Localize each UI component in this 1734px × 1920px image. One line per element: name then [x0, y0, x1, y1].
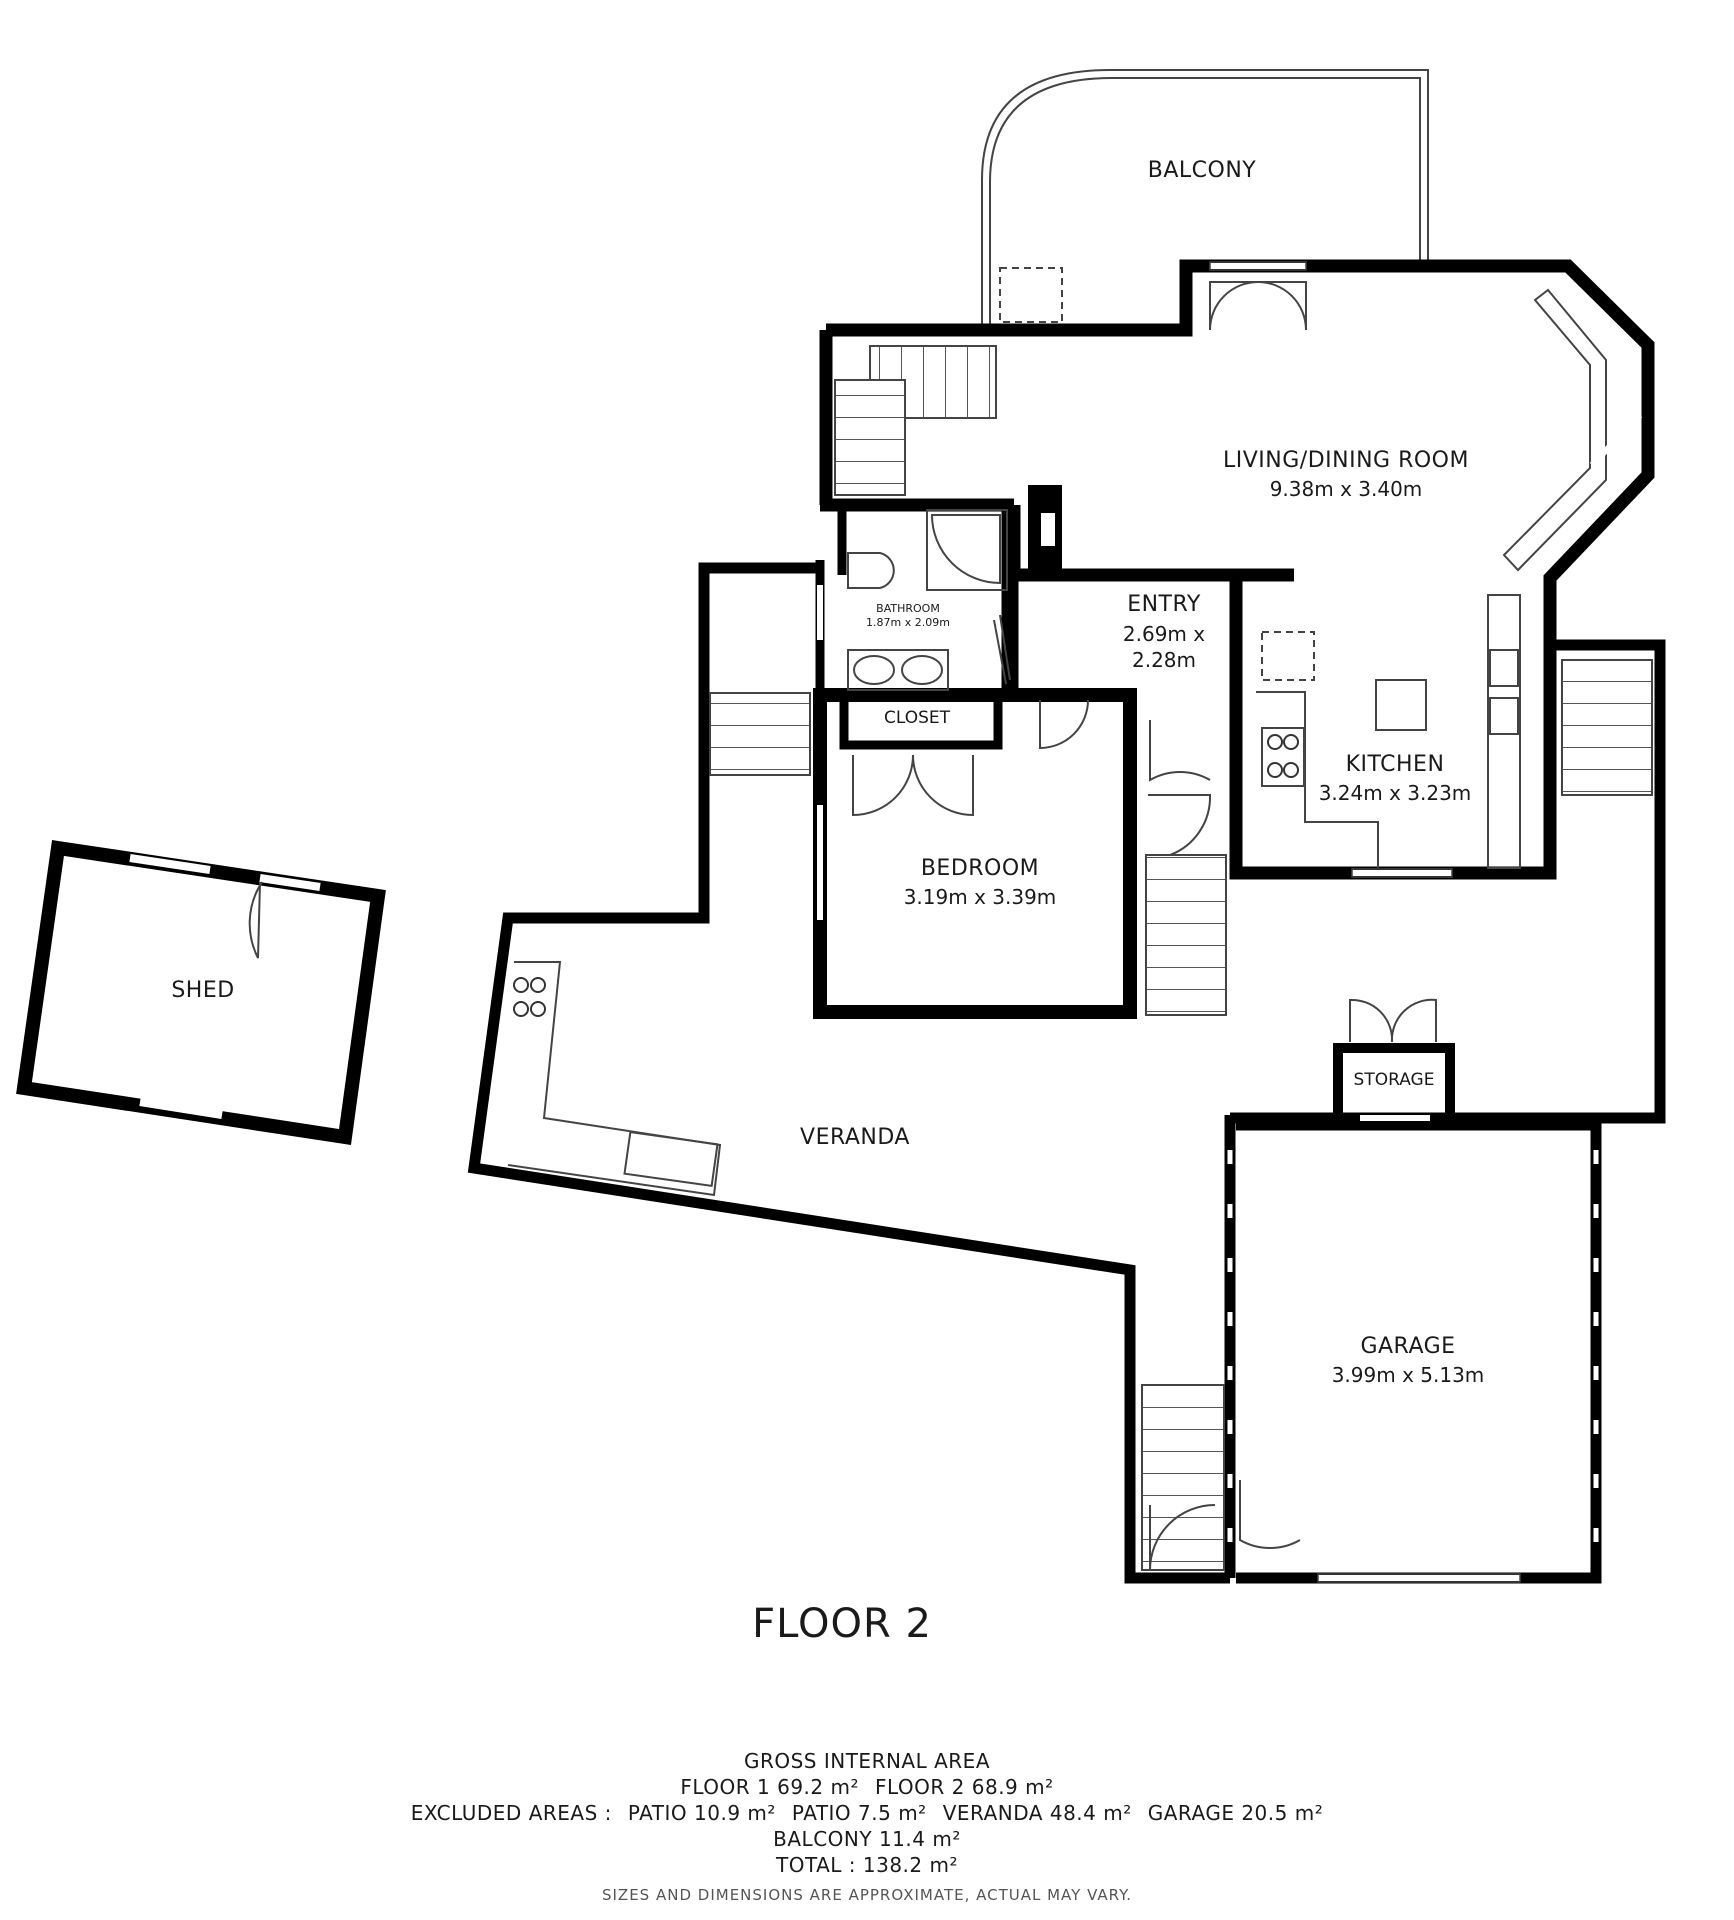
floor-title: FLOOR 2 [752, 1601, 932, 1647]
area-summary-balcony: BALCONY 11.4 m² [773, 1827, 961, 1851]
room-label-shed: SHED [171, 978, 235, 1003]
excluded-patio-2: PATIO 7.5 m² [791, 1801, 927, 1825]
area-summary-excluded: EXCLUDED AREAS : PATIO 10.9 m² PATIO 7.5 m… [0, 1800, 1734, 1826]
room-label-veranda: VERANDA [800, 1125, 910, 1150]
stairs-veranda-left [709, 692, 811, 776]
area-summary-heading: GROSS INTERNAL AREA [743, 1749, 991, 1773]
entry-dashed-square [1261, 631, 1315, 681]
area-summary-floors: FLOOR 1 69.2 m² FLOOR 2 68.9 m² [0, 1774, 1734, 1800]
room-dims-living: 9.38m x 3.40m [1269, 477, 1423, 501]
storage-walls [1333, 1043, 1455, 1118]
room-label-closet: CLOSET [883, 708, 951, 728]
room-label-bedroom: BEDROOM [920, 856, 1040, 881]
room-dims-bedroom: 3.19m x 3.39m [903, 885, 1057, 909]
excluded-garage: GARAGE 20.5 m² [1147, 1801, 1324, 1825]
room-label-bathroom: BATHROOM [876, 602, 940, 615]
area-summary-disclaimer: SIZES AND DIMENSIONS ARE APPROXIMATE, AC… [601, 1886, 1132, 1904]
kitchen-counters [1256, 288, 1607, 869]
hob-icons [513, 734, 1299, 1017]
room-label-garage: GARAGE [1360, 1334, 1456, 1359]
excluded-label: EXCLUDED AREAS : [410, 1801, 612, 1825]
stairs-entry [1145, 854, 1227, 1016]
room-dims-entry-2: 2.28m [1131, 648, 1197, 672]
room-dims-entry-1: 2.69m x [1122, 622, 1206, 646]
room-dims-kitchen: 3.24m x 3.23m [1318, 781, 1472, 805]
room-label-balcony: BALCONY [1147, 158, 1257, 183]
shed-walls [16, 840, 386, 1145]
room-label-kitchen: KITCHEN [1345, 752, 1445, 777]
room-label-entry: ENTRY [1127, 592, 1201, 617]
windows [817, 263, 1643, 1581]
stairs-garage-left [1141, 1384, 1225, 1571]
veranda-counter [507, 961, 722, 1197]
area-floor1: FLOOR 1 69.2 m² [680, 1775, 859, 1799]
stairs-top-left-2 [834, 379, 906, 496]
area-summary-total: TOTAL : 138.2 m² [775, 1853, 958, 1877]
excluded-veranda: VERANDA 48.4 m² [942, 1801, 1132, 1825]
doors [852, 281, 1437, 1571]
bathroom-fixtures [847, 509, 1008, 691]
room-dims-garage: 3.99m x 5.13m [1331, 1363, 1485, 1387]
room-label-living: LIVING/DINING ROOM [1223, 448, 1469, 473]
balcony-outline [981, 69, 1429, 328]
veranda-walls [467, 562, 1236, 1584]
excluded-patio-1: PATIO 10.9 m² [627, 1801, 776, 1825]
area-floor2: FLOOR 2 68.9 m² [875, 1775, 1054, 1799]
stairs-right [1561, 659, 1653, 796]
room-label-storage: STORAGE [1353, 1070, 1435, 1090]
balcony-dashed-square [999, 267, 1063, 323]
room-dims-bathroom: 1.87m x 2.09m [866, 616, 950, 629]
